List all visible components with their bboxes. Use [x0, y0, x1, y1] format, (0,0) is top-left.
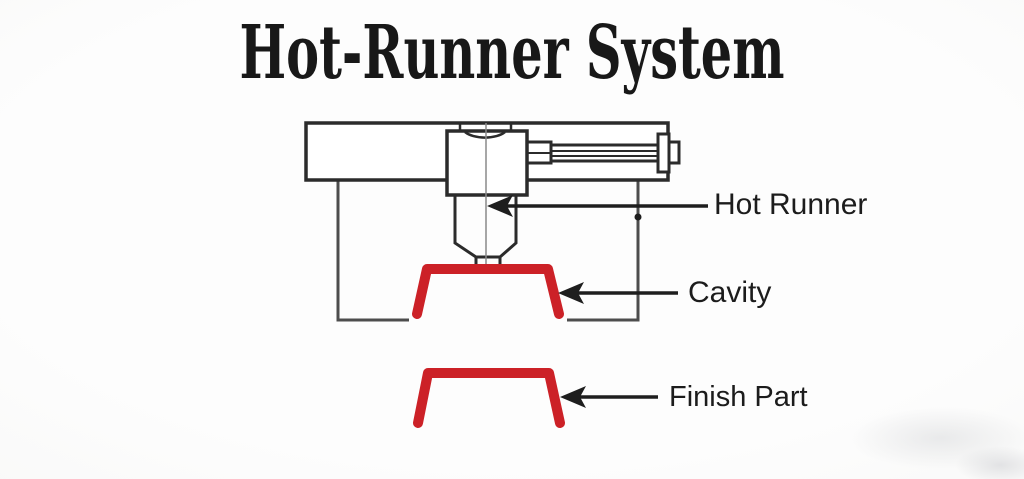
arrow-left-icon	[560, 386, 586, 408]
page-title: Hot-Runner System	[240, 10, 785, 96]
hot-runner-nozzle	[453, 195, 518, 266]
cavity-leader	[558, 282, 678, 304]
mold-cavity-block	[336, 180, 640, 322]
sprue-inlet-arc	[464, 130, 506, 139]
finish-part-leader	[560, 386, 658, 408]
hot-runner-manifold	[445, 123, 529, 197]
rod-end-nut	[667, 140, 681, 165]
arrow-left-icon	[558, 282, 584, 304]
finish-part-label: Finish Part	[669, 381, 808, 413]
hot-runner-leader	[487, 195, 708, 217]
finish-part-shape	[413, 368, 565, 428]
molded-part-in-cavity	[412, 264, 564, 319]
manifold-body	[445, 129, 529, 197]
arrow-left-icon	[487, 195, 513, 217]
cavity-label: Cavity	[688, 276, 771, 309]
leader-junction-dot	[634, 213, 642, 221]
rod-end-flange	[656, 132, 671, 174]
hot-runner-label: Hot Runner	[714, 188, 867, 221]
